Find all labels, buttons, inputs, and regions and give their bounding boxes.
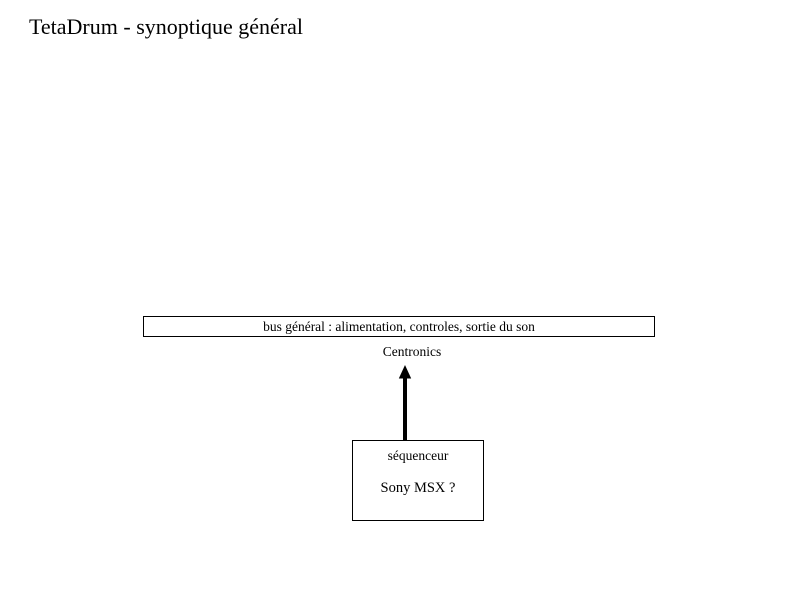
page-title: TetaDrum - synoptique général: [29, 14, 303, 39]
sequencer-title: séquenceur: [387, 448, 449, 463]
connection-label-centronics: Centronics: [382, 344, 442, 359]
sequencer-model: Sony MSX ?: [380, 480, 456, 496]
bus-bar-label: bus général : alimentation, controles, s…: [263, 319, 535, 334]
arrow-up-icon: [393, 364, 417, 442]
bus-bar-node[interactable]: bus général : alimentation, controles, s…: [143, 316, 655, 337]
sequencer-node[interactable]: séquenceur Sony MSX ?: [352, 440, 484, 521]
